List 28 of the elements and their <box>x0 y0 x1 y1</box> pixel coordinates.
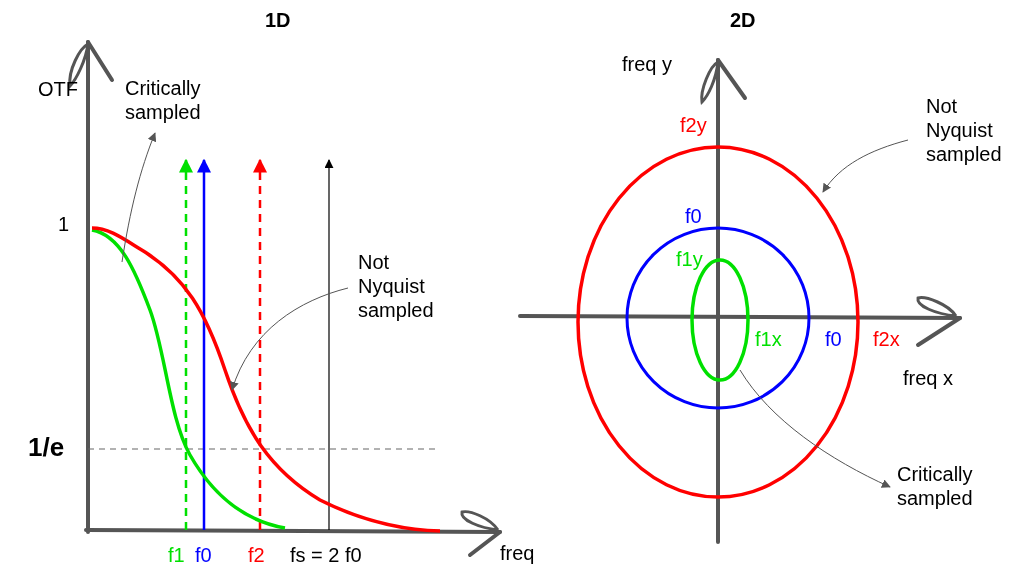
axis-label: freq x <box>903 366 954 390</box>
leader-line <box>739 369 891 488</box>
frequency-label: fs = 2 f0 <box>290 543 362 567</box>
frequency-label: f1x <box>755 327 782 351</box>
axis-label: OTF <box>38 77 78 101</box>
axis-label: freq y <box>622 52 673 76</box>
frequency-label: f0 <box>825 327 842 351</box>
callout-text: Not Nyquist sampled <box>358 250 453 322</box>
frequency-label: f2 <box>248 543 265 567</box>
callout-text: Not Nyquist sampled <box>926 94 1014 166</box>
frequency-label: f0 <box>195 543 212 567</box>
frequency-label: f1 <box>168 543 185 567</box>
otf-curve <box>91 226 441 533</box>
panel-title: 1D <box>265 8 291 32</box>
frequency-label: f1y <box>676 247 703 271</box>
leader-line <box>822 139 909 193</box>
panel-title: 2D <box>730 8 756 32</box>
axis-label: freq <box>500 541 535 565</box>
tick-label: 1/e <box>28 432 65 464</box>
callout-text: Critically sampled <box>125 76 220 124</box>
frequency-label: f2y <box>680 113 707 137</box>
frequency-label: f0 <box>685 204 702 228</box>
leader-line <box>121 132 157 263</box>
callout-text: Critically sampled <box>897 462 992 510</box>
leader-line <box>230 287 349 391</box>
frequency-label: f2x <box>873 327 900 351</box>
frequency-ellipse <box>576 145 860 499</box>
tick-label: 1 <box>58 212 70 236</box>
